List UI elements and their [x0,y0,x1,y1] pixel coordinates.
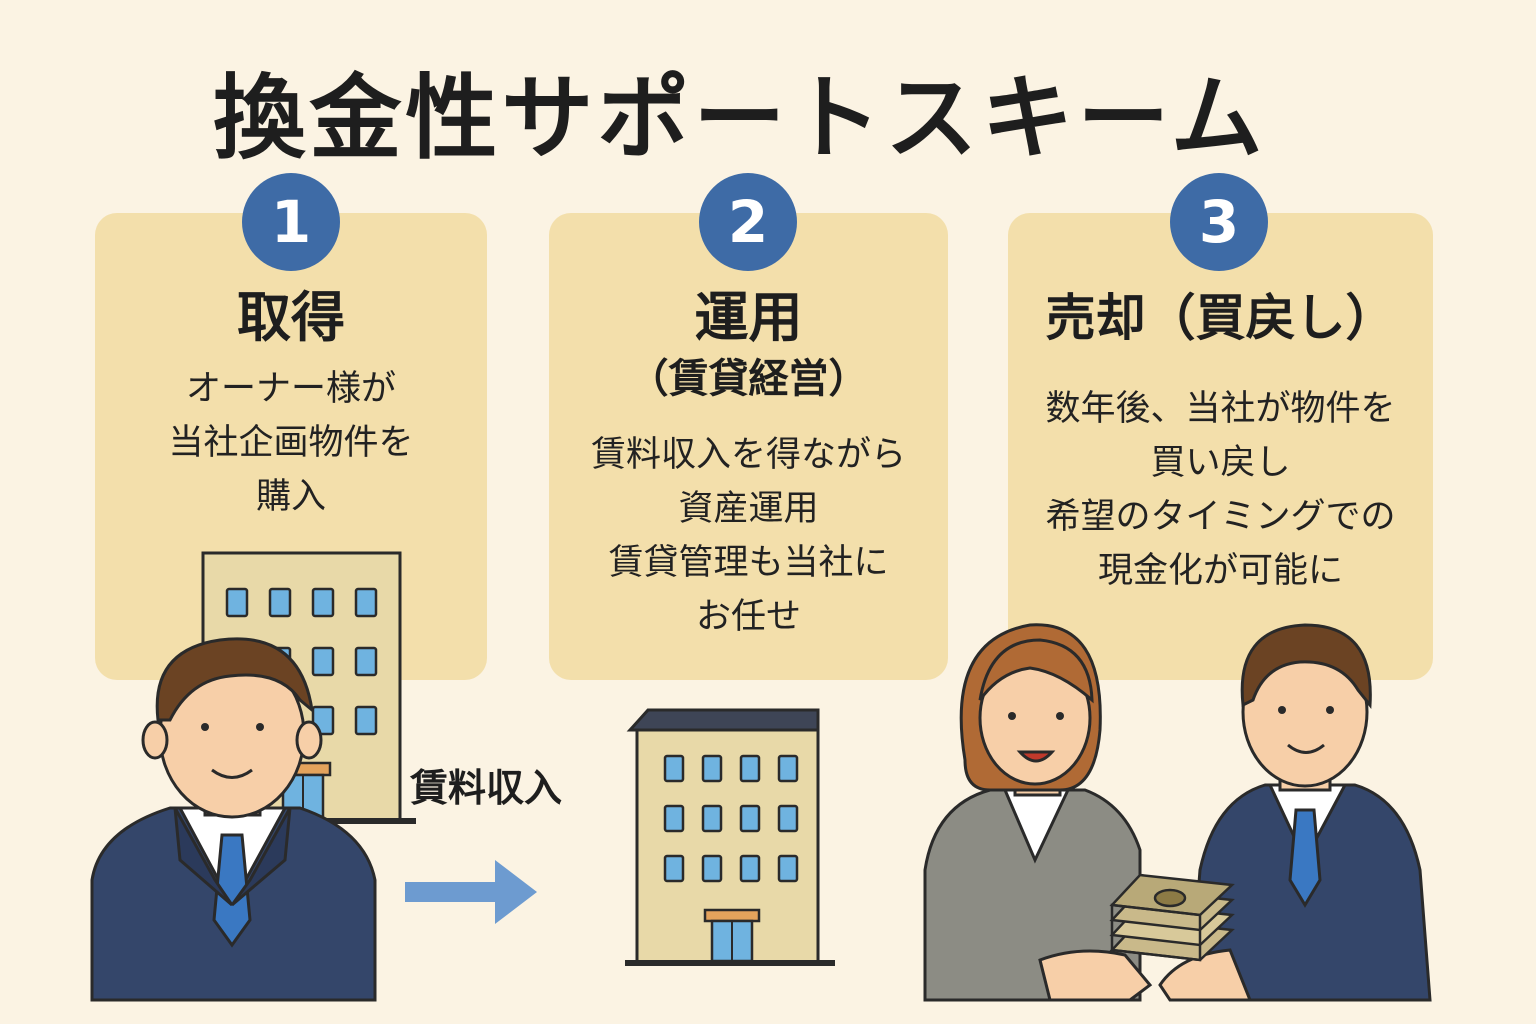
page-title: 換金性サポートスキーム [213,65,1267,172]
step-3-badge: 3 [1170,173,1268,271]
step-1-description: オーナー様が 当社企画物件を 購入 [95,362,487,524]
step-2-description: 賃料収入を得ながら 資産運用 賃貸管理も当社に お任せ [549,428,948,644]
company-staff-woman-icon [923,623,1153,1002]
step-1-description-line: オーナー様が [185,369,396,409]
step-3-description-line: 希望のタイミングでの [1045,497,1396,537]
step-card-operation [549,213,948,680]
step-1-title: 取得 [237,286,345,349]
step-3-description-line: 数年後、当社が物件を [1045,389,1396,429]
step-2-title: 運用 [694,286,803,349]
step-3-description-line: 買い戻し [1150,443,1291,483]
step-3-description: 数年後、当社が物件を 買い戻し 希望のタイミングでの 現金化が可能に [1008,382,1433,598]
owner-person-icon [90,637,377,1002]
cash-stack-icon [1109,873,1235,962]
step-1-description-line: 当社企画物件を [168,423,414,463]
step-2-description-line: 賃貸管理も当社に [608,543,889,583]
step-3-title: 売却（買戻し） [1045,289,1396,347]
step-3-description-line: 現金化が可能に [1097,551,1343,591]
step-1-badge: 1 [242,173,340,271]
step-card-sale [1008,213,1433,680]
step-2-description-line: お任せ [695,597,801,637]
company-staff-man-icon [1158,623,1432,1002]
step-2-description-line: 賃料収入を得ながら [590,435,906,475]
arrow-right-icon [405,860,537,924]
step-2-subtitle: （賃貸経営） [628,356,869,402]
rental-income-label: 賃料収入 [410,766,563,810]
step-2-badge: 2 [699,173,797,271]
building-icon [625,708,835,966]
step-1-description-line: 購入 [255,477,326,517]
step-2-description-line: 資産運用 [678,489,819,529]
